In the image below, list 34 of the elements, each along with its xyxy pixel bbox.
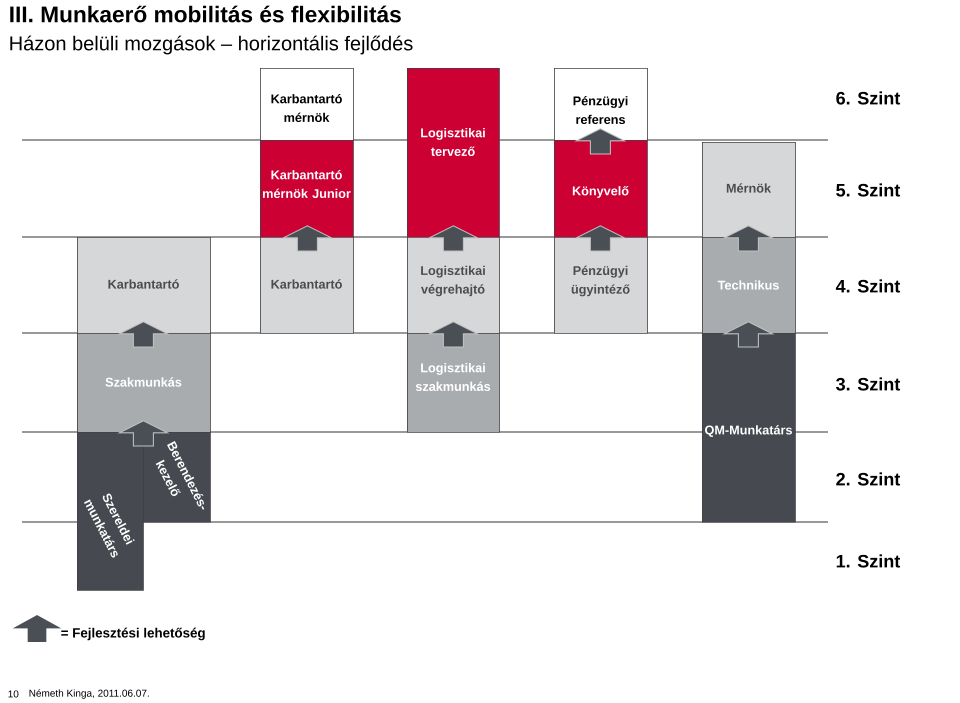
- level-label: 2. Szint: [836, 472, 900, 486]
- arrow: [281, 225, 334, 252]
- job-box: Szakmunkás: [77, 333, 211, 433]
- arrow: [117, 420, 170, 447]
- arrow: [722, 225, 775, 252]
- job-box: QM-Munkatárs: [702, 333, 796, 523]
- arrow: [427, 321, 480, 348]
- job-box: Pénzügyi ügyintéző: [554, 237, 648, 334]
- job-box: Karbantartó: [260, 237, 354, 334]
- level-label: 1. Szint: [836, 554, 900, 568]
- arrow: [117, 321, 170, 348]
- job-box: Logisztikai végrehajtó: [407, 237, 500, 334]
- footer-text: Németh Kinga, 2011.06.07.: [30, 689, 149, 699]
- arrow: [574, 128, 627, 155]
- arrow: [722, 321, 775, 348]
- arrow: [427, 225, 480, 252]
- job-box: Karbantartó mérnök: [260, 68, 354, 141]
- legend-text: = Fejlesztési lehetőség: [61, 628, 205, 640]
- page-number: 10: [8, 690, 18, 698]
- job-box: Könyvelő: [554, 140, 648, 238]
- job-box: Logisztikai tervező: [407, 68, 500, 238]
- job-box: Karbantartó: [77, 237, 211, 334]
- level-label: 3. Szint: [836, 377, 900, 391]
- arrow: [574, 225, 627, 252]
- subtitle: Házon belüli mozgások – horizontális fejlődés: [10, 36, 413, 54]
- level-label: 6. Szint: [836, 91, 900, 105]
- job-box: Pénzügyi referens: [554, 68, 648, 141]
- level-label: 5. Szint: [836, 183, 900, 197]
- level-label: 4. Szint: [836, 279, 900, 293]
- job-box: Karbantartó mérnök Junior: [260, 140, 354, 238]
- job-box: Mérnök: [702, 142, 796, 238]
- title: III. Munkaerő mobilitás és flexibilitás: [10, 6, 401, 22]
- job-box: Logisztikai szakmunkás: [407, 333, 500, 433]
- job-box: Technikus: [702, 237, 796, 334]
